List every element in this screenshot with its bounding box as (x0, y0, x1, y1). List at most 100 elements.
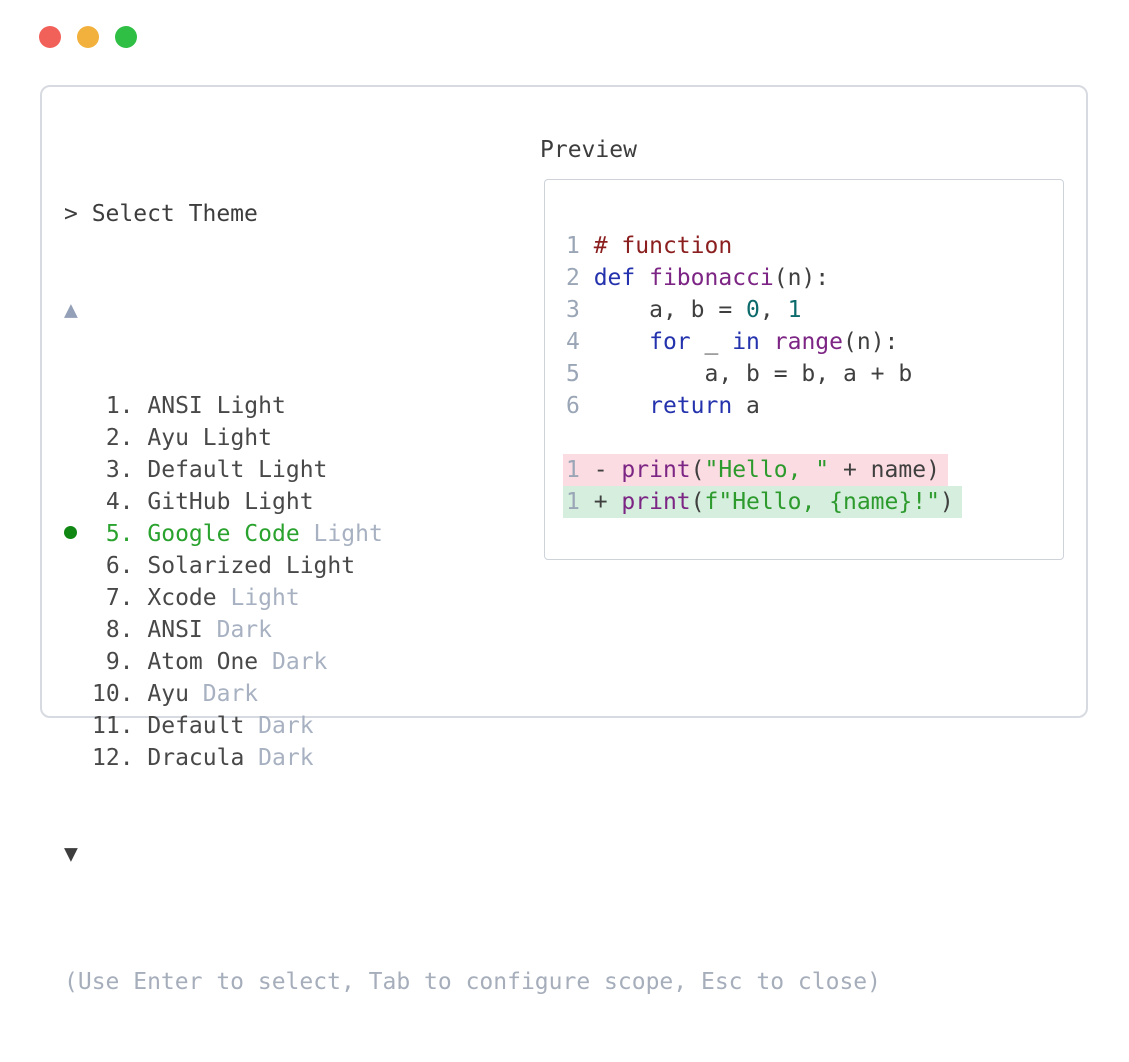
code-line: 2 def fibonacci(n): (566, 262, 1063, 294)
line-number: 1 (566, 457, 594, 483)
scroll-up-icon[interactable]: ▲ (64, 297, 78, 323)
code-token: # function (593, 233, 733, 259)
item-name: Ayu Light (147, 425, 272, 451)
code-token: a, b = (593, 297, 747, 323)
item-number: 8. (105, 617, 134, 643)
theme-list-item[interactable]: 3. Default Light (64, 454, 881, 486)
code-token: + (593, 489, 622, 515)
item-name: GitHub Light (147, 489, 314, 515)
diff-line-added: 1 + print(f"Hello, {name}!") (563, 486, 962, 518)
item-variant: Dark (244, 745, 314, 771)
item-name: Dracula (147, 745, 245, 771)
line-number: 3 (566, 297, 594, 323)
line-number: 1 (566, 489, 594, 515)
code-token: "Hello, " (704, 457, 830, 483)
code-line: 3 a, b = 0, 1 (566, 294, 1063, 326)
code-token: (n): (843, 329, 899, 355)
minimize-button[interactable] (77, 26, 99, 48)
line-number: 2 (566, 265, 594, 291)
close-button[interactable] (39, 26, 61, 48)
selected-bullet-icon (64, 525, 77, 539)
item-variant: Light (299, 521, 383, 547)
item-number: 2. (105, 425, 134, 451)
line-number: 1 (566, 233, 594, 259)
item-name: Atom One (147, 649, 259, 675)
theme-list-item[interactable]: 1.ANSI Light (64, 390, 881, 422)
theme-list-item[interactable]: 4. GitHub Light (64, 486, 881, 518)
diff-row: 1 + print(f"Hello, {name}!") (563, 486, 1063, 518)
code-token: in (732, 329, 760, 355)
code-token: for (649, 329, 691, 355)
code-line: 6 return a (566, 390, 1063, 422)
item-variant: Dark (188, 681, 259, 707)
code-token: , (759, 297, 788, 323)
line-number: 4 (566, 329, 594, 355)
item-name: Default Light (147, 457, 328, 483)
line-number: 6 (566, 393, 594, 419)
code-token: return (649, 393, 733, 419)
zoom-button[interactable] (115, 26, 137, 48)
item-number: 10. (92, 681, 134, 707)
preview-label: Preview (540, 137, 637, 163)
code-token: _ (690, 329, 733, 355)
item-name: Solarized Light (147, 553, 356, 579)
code-token: ) (939, 489, 954, 515)
item-variant: Dark (258, 649, 328, 675)
code-token: a, b = b, a + b (593, 361, 913, 387)
code-token: 0 (746, 297, 760, 323)
theme-list-item[interactable]: 11. Default Dark (64, 710, 881, 742)
code-line: 4 for _ in range(n): (566, 326, 1063, 358)
line-number: 5 (566, 361, 594, 387)
code-token: + name) (829, 457, 940, 483)
item-number: 1. (105, 393, 134, 419)
code-token: range (773, 329, 843, 355)
code-token: fibonacci (649, 265, 774, 291)
code-token: 1 (787, 297, 802, 323)
code-token: ( (690, 489, 705, 515)
scroll-down-icon[interactable]: ▼ (64, 841, 78, 867)
select-theme-prompt: > Select Theme (64, 201, 258, 227)
item-number: 6. (105, 553, 134, 579)
item-name: Xcode (147, 585, 217, 611)
theme-list-item[interactable]: 8. ANSI Dark (64, 614, 881, 646)
item-name: Ayu (147, 681, 189, 707)
theme-list-item[interactable]: 5. Google Code Light (64, 518, 881, 550)
item-number: 3. (105, 457, 134, 483)
item-variant: Dark (244, 713, 314, 739)
item-number: 9. (105, 649, 134, 675)
code-token: - (593, 457, 622, 483)
item-name: Google Code (147, 521, 300, 547)
item-variant: Dark (202, 617, 273, 643)
diff-line-removed: 1 - print("Hello, " + name) (563, 454, 948, 486)
code-token: print (621, 457, 691, 483)
item-name: ANSI (147, 617, 203, 643)
code-line: 1 # function (566, 230, 1063, 262)
theme-list-item[interactable]: 9. Atom One Dark (64, 646, 881, 678)
theme-list-item[interactable]: 10. Ayu Dark (64, 678, 881, 710)
blank-line (566, 422, 1063, 454)
item-number: 5. (105, 521, 134, 547)
item-number: 11. (92, 713, 134, 739)
item-number: 12. (92, 745, 134, 771)
theme-list-item[interactable]: 6. Solarized Light (64, 550, 881, 582)
code-token: def (593, 265, 636, 291)
code-token (635, 265, 649, 291)
item-number: 4. (105, 489, 134, 515)
keyboard-hint: (Use Enter to select, Tab to configure s… (64, 969, 881, 995)
item-variant: Light (216, 585, 300, 611)
theme-list-item[interactable]: 7. Xcode Light (64, 582, 881, 614)
item-name: Default (147, 713, 245, 739)
code-token (594, 393, 649, 419)
code-token: a (732, 393, 760, 419)
selected-marker (64, 519, 92, 551)
code-token (760, 329, 774, 355)
code-line: 5 a, b = b, a + b (566, 358, 1063, 390)
code-token: (n): (773, 265, 830, 291)
diff-row: 1 - print("Hello, " + name) (563, 454, 1063, 486)
theme-list-item[interactable]: 2. Ayu Light (64, 422, 881, 454)
theme-list-item[interactable]: 12. Dracula Dark (64, 742, 881, 774)
item-number: 7. (105, 585, 134, 611)
